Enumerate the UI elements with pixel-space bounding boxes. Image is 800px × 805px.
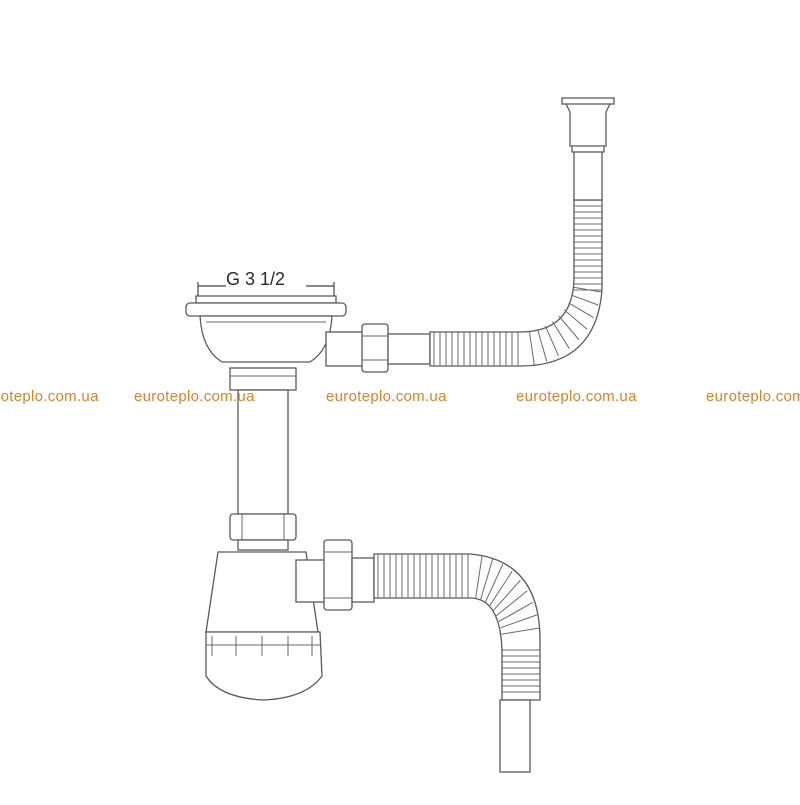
overflow-corrugated-hose — [429, 97, 615, 367]
bottle-trap — [205, 539, 323, 701]
vertical-drain-pipe — [229, 367, 297, 541]
dimension-label: G 3 1/2 — [226, 269, 286, 289]
watermark-text: euroteplo.com.ua — [706, 388, 800, 405]
watermark-text: euroteplo.com.ua — [326, 388, 447, 405]
watermark-text: euroteplo.com.ua — [516, 388, 637, 405]
sink-strainer — [185, 295, 347, 363]
watermark-text: euroteplo.com.ua — [0, 388, 99, 405]
overflow-connector — [325, 323, 431, 373]
drain-corrugated-hose — [373, 553, 541, 773]
dimension-marker — [197, 282, 335, 296]
trap-outlet-nut — [295, 539, 375, 611]
watermark-text: euroteplo.com.ua — [134, 388, 255, 405]
